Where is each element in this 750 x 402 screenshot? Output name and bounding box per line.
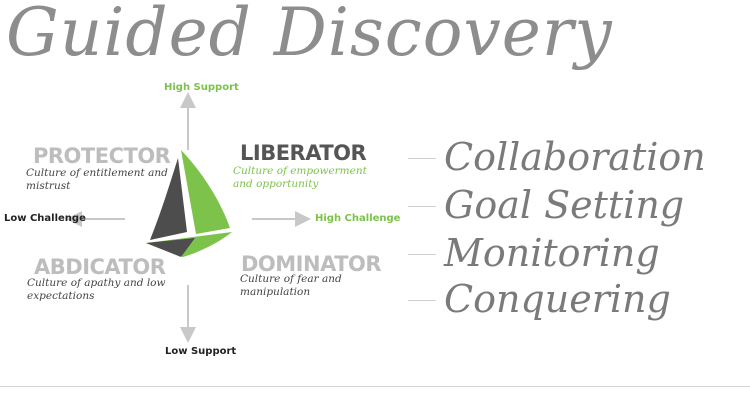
list-item-conquering: Conquering bbox=[444, 277, 671, 321]
list-divider bbox=[408, 254, 436, 255]
quadrant-heading-protector: PROTECTOR bbox=[33, 144, 171, 168]
quadrant-desc-liberator: Culture of empowerment and opportunity bbox=[233, 165, 367, 190]
page-title: Guided Discovery bbox=[6, 0, 613, 71]
list-divider bbox=[408, 300, 436, 301]
quadrant-desc-dominator: Culture of fear and manipulation bbox=[240, 273, 342, 298]
sailboat-icon bbox=[146, 150, 232, 257]
quadrant-desc-abdicator: Culture of apathy and low expectations bbox=[27, 277, 166, 302]
list-divider bbox=[408, 206, 436, 207]
quadrant-heading-abdicator: ABDICATOR bbox=[34, 255, 166, 279]
list-item-monitoring: Monitoring bbox=[444, 231, 660, 275]
list-item-goal-setting: Goal Setting bbox=[444, 183, 685, 227]
bottom-divider bbox=[0, 386, 750, 387]
quadrant-desc-protector: Culture of entitlement and mistrust bbox=[26, 167, 168, 192]
axis-label-top: High Support bbox=[164, 82, 239, 93]
axis-label-bottom: Low Support bbox=[165, 346, 237, 357]
quadrant-heading-liberator: LIBERATOR bbox=[240, 141, 367, 165]
quadrant-heading-dominator: DOMINATOR bbox=[241, 252, 382, 276]
list-item-collaboration: Collaboration bbox=[444, 135, 706, 179]
axis-label-right: High Challenge bbox=[315, 213, 401, 224]
axis-label-left: Low Challenge bbox=[4, 213, 86, 224]
list-divider bbox=[408, 158, 436, 159]
